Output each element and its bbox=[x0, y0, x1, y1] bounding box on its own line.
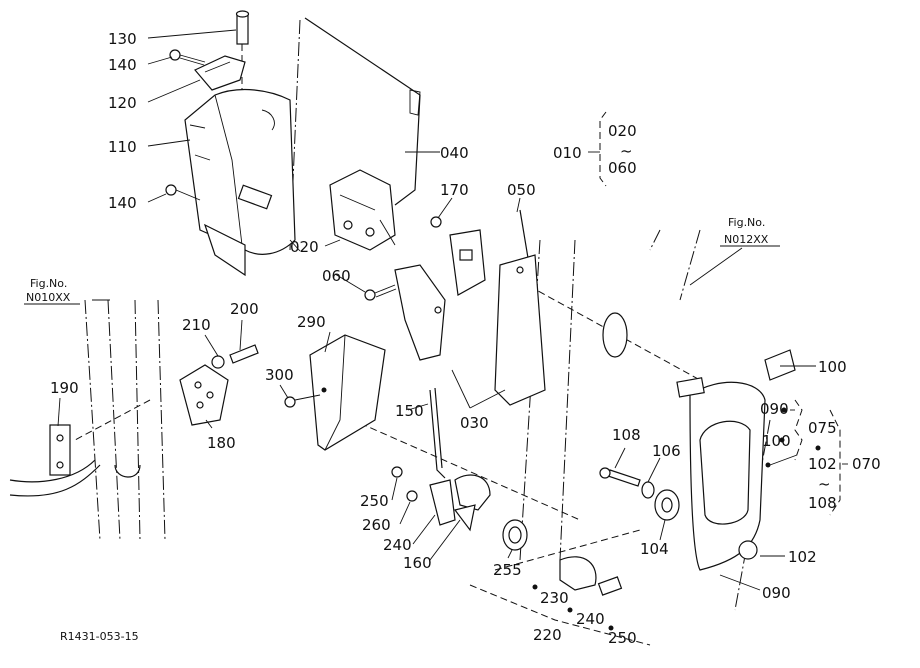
label-108-b: 108 bbox=[612, 426, 641, 444]
label-170: 170 bbox=[440, 181, 469, 199]
rod-150 bbox=[429, 387, 446, 479]
drawing-code: R1431-053-15 bbox=[60, 630, 139, 643]
label-110: 110 bbox=[108, 138, 137, 156]
label-050: 050 bbox=[507, 181, 536, 199]
bolt-060 bbox=[364, 284, 397, 301]
label-160: 160 bbox=[403, 554, 432, 572]
label-290: 290 bbox=[297, 313, 326, 331]
label-255: 255 bbox=[493, 561, 522, 579]
link-050 bbox=[430, 209, 531, 301]
label-104: 104 bbox=[640, 540, 669, 558]
screw-300 bbox=[284, 394, 321, 408]
handle-070 bbox=[602, 312, 796, 571]
cylinder-220 bbox=[494, 529, 641, 596]
label-010: 010 bbox=[553, 144, 582, 162]
lock-020 bbox=[329, 169, 396, 251]
lever-030 bbox=[394, 254, 546, 406]
pin-130 bbox=[235, 10, 250, 100]
screw-140-lower bbox=[165, 184, 201, 201]
label-090-b: 090 bbox=[762, 584, 791, 602]
label-140-top: 140 bbox=[108, 56, 137, 74]
label-106: 106 bbox=[652, 442, 681, 460]
label-150: 150 bbox=[395, 402, 424, 420]
label-102-a: 102 bbox=[808, 455, 837, 473]
fig-ref-left-line1: Fig.No. bbox=[30, 277, 67, 290]
label-range-tilde: ~ bbox=[620, 142, 633, 160]
bracket-180 bbox=[179, 364, 229, 426]
leader-lines bbox=[57, 29, 848, 591]
label-250-b: 250 bbox=[608, 629, 637, 647]
part-labels: 130 140 120 110 140 040 010 020 ~ 060 17… bbox=[50, 30, 881, 647]
fig-ref-left: Fig.No. N010XX bbox=[24, 277, 80, 305]
fig-ref-right-line2: N012XX bbox=[724, 233, 769, 246]
label-060: 060 bbox=[322, 267, 351, 285]
label-100-b: 100 bbox=[762, 432, 791, 450]
label-120: 120 bbox=[108, 94, 137, 112]
label-040: 040 bbox=[440, 144, 469, 162]
rod-040 bbox=[304, 17, 421, 206]
label-200: 200 bbox=[230, 300, 259, 318]
bolt-200 bbox=[211, 344, 259, 369]
lock-parts-lower bbox=[391, 466, 491, 532]
label-030: 030 bbox=[460, 414, 489, 432]
fig-ref-left-line2: N010XX bbox=[26, 291, 71, 304]
screw-140-top bbox=[169, 49, 206, 66]
label-102-b: 102 bbox=[788, 548, 817, 566]
label-260: 260 bbox=[362, 516, 391, 534]
label-108-a: 108 bbox=[808, 494, 837, 512]
label-140-lower: 140 bbox=[108, 194, 137, 212]
label-020: 020 bbox=[290, 238, 319, 256]
label-210: 210 bbox=[182, 316, 211, 334]
label-075: 075 bbox=[808, 419, 837, 437]
label-250-a: 250 bbox=[360, 492, 389, 510]
label-100-a: 100 bbox=[818, 358, 847, 376]
label-240-b: 240 bbox=[576, 610, 605, 628]
block-120 bbox=[194, 55, 246, 91]
plate-190 bbox=[49, 424, 71, 476]
label-230: 230 bbox=[540, 589, 569, 607]
ring-255 bbox=[502, 519, 528, 551]
label-240-a: 240 bbox=[383, 536, 412, 554]
label-190: 190 bbox=[50, 379, 79, 397]
fig-ref-right: Fig.No. N012XX bbox=[720, 216, 780, 247]
label-300: 300 bbox=[265, 366, 294, 384]
label-070: 070 bbox=[852, 455, 881, 473]
cover-290 bbox=[309, 334, 386, 451]
housing-110 bbox=[184, 89, 296, 277]
label-060-range-end: 060 bbox=[608, 159, 637, 177]
label-180: 180 bbox=[207, 434, 236, 452]
reference-dots bbox=[321, 387, 821, 631]
label-020-range-start: 020 bbox=[608, 122, 637, 140]
fig-ref-right-line1: Fig.No. bbox=[728, 216, 765, 229]
label-090-a: 090 bbox=[760, 400, 789, 418]
label-220: 220 bbox=[533, 626, 562, 644]
label-130: 130 bbox=[108, 30, 137, 48]
label-range-tilde-2: ~ bbox=[818, 475, 831, 493]
handle-parts bbox=[599, 467, 680, 521]
group-brackets bbox=[469, 111, 841, 646]
